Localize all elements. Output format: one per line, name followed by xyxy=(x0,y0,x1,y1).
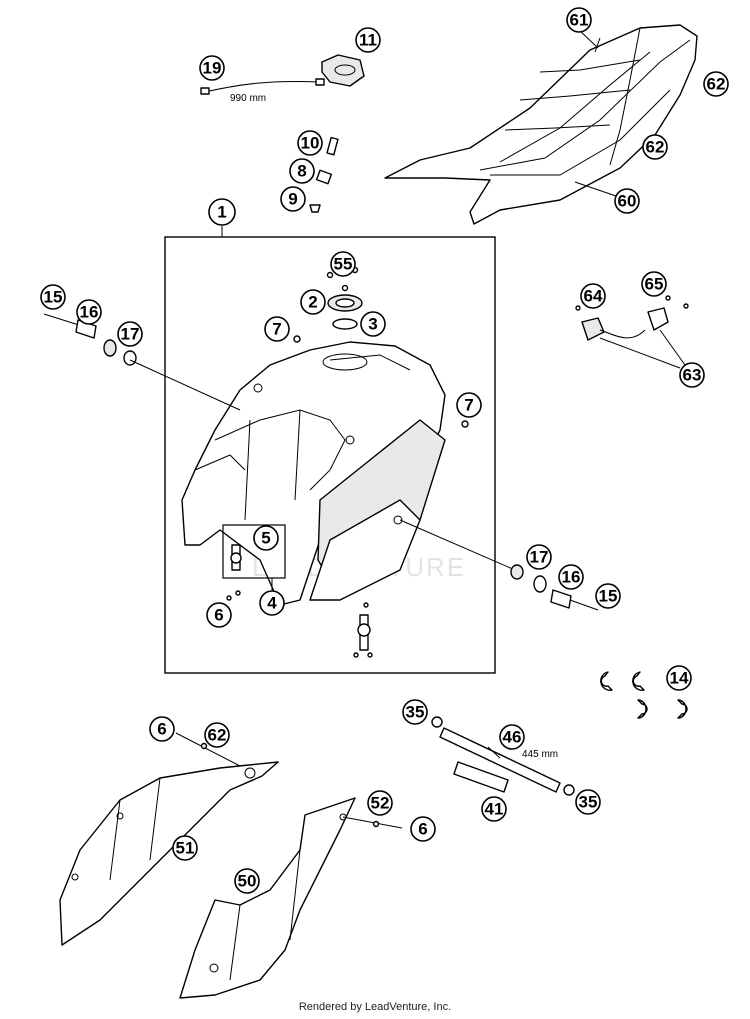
callout-2: 2 xyxy=(300,289,326,315)
svg-text:8: 8 xyxy=(297,162,306,181)
svg-text:7: 7 xyxy=(464,396,473,415)
callout-50: 50 xyxy=(234,868,260,894)
mount-hardware-right xyxy=(399,519,599,611)
callout-4: 4 xyxy=(259,590,285,616)
svg-text:15: 15 xyxy=(44,288,63,307)
svg-text:51: 51 xyxy=(176,839,195,858)
svg-text:14: 14 xyxy=(670,669,689,688)
callout-62b: 62 xyxy=(642,134,668,160)
svg-text:62: 62 xyxy=(646,138,665,157)
svg-text:10: 10 xyxy=(301,134,320,153)
callout-62: 62 xyxy=(703,71,729,97)
clip-parts xyxy=(600,671,688,719)
svg-text:35: 35 xyxy=(406,703,425,722)
svg-text:5: 5 xyxy=(261,529,270,548)
svg-text:65: 65 xyxy=(645,275,664,294)
callout-11: 11 xyxy=(355,27,381,53)
hose-length-label: 990 mm xyxy=(230,93,266,104)
callout-52: 52 xyxy=(367,790,393,816)
callout-9: 9 xyxy=(280,186,306,212)
callout-16: 16 xyxy=(76,299,102,325)
callout-15b: 15 xyxy=(595,583,621,609)
svg-text:2: 2 xyxy=(308,293,317,312)
fuel-tank-assembly-box xyxy=(164,236,496,674)
svg-text:55: 55 xyxy=(334,255,353,274)
svg-text:46: 46 xyxy=(503,728,522,747)
callout-10: 10 xyxy=(297,130,323,156)
svg-text:35: 35 xyxy=(579,793,598,812)
svg-text:6: 6 xyxy=(214,606,223,625)
side-cover-left-part xyxy=(59,732,279,946)
callout-1: 1 xyxy=(208,198,236,226)
callout-6: 6 xyxy=(206,602,232,628)
callout-7b: 7 xyxy=(456,392,482,418)
svg-text:50: 50 xyxy=(238,872,257,891)
vent-hose-part: 990 mm xyxy=(200,78,325,104)
callout-17: 17 xyxy=(117,321,143,347)
callout-15: 15 xyxy=(40,284,66,310)
callout-35: 35 xyxy=(402,699,428,725)
callout-64: 64 xyxy=(580,283,606,309)
svg-text:52: 52 xyxy=(371,794,390,813)
svg-text:15: 15 xyxy=(599,587,618,606)
callout-41: 41 xyxy=(481,796,507,822)
callout-5: 5 xyxy=(253,525,279,551)
svg-text:6: 6 xyxy=(157,720,166,739)
callout-6b: 6 xyxy=(149,716,175,742)
callout-65: 65 xyxy=(641,271,667,297)
svg-text:63: 63 xyxy=(683,366,702,385)
seat-part xyxy=(384,24,698,225)
svg-text:41: 41 xyxy=(485,800,504,819)
svg-text:6: 6 xyxy=(418,820,427,839)
callout-60: 60 xyxy=(614,188,640,214)
fuel-sensor-part xyxy=(575,295,689,369)
svg-text:61: 61 xyxy=(570,11,589,30)
svg-text:16: 16 xyxy=(80,303,99,322)
callout-leaders xyxy=(221,29,617,759)
callout-61: 61 xyxy=(566,7,592,33)
guide-rod-parts: 445 mm xyxy=(431,716,575,796)
callout-62c: 62 xyxy=(204,722,230,748)
callout-8: 8 xyxy=(289,158,315,184)
callout-7: 7 xyxy=(264,316,290,342)
svg-text:17: 17 xyxy=(530,548,549,567)
callout-51: 51 xyxy=(172,835,198,861)
callout-35b: 35 xyxy=(575,789,601,815)
svg-text:62: 62 xyxy=(707,75,726,94)
svg-text:3: 3 xyxy=(368,315,377,334)
svg-text:60: 60 xyxy=(618,192,637,211)
svg-text:19: 19 xyxy=(203,59,222,78)
svg-text:4: 4 xyxy=(267,594,277,613)
fuel-tap-part xyxy=(222,524,373,658)
callout-55: 55 xyxy=(330,251,356,277)
callout-46: 46 xyxy=(499,724,525,750)
footer-credit: Rendered by LeadVenture, Inc. xyxy=(299,1001,451,1013)
svg-text:64: 64 xyxy=(584,287,603,306)
mount-hardware-left xyxy=(43,313,241,411)
callout-63: 63 xyxy=(679,362,705,388)
svg-text:1: 1 xyxy=(217,203,226,222)
svg-text:7: 7 xyxy=(272,320,281,339)
side-cover-right-part xyxy=(179,797,403,999)
svg-text:16: 16 xyxy=(562,568,581,587)
svg-text:17: 17 xyxy=(121,325,140,344)
small-hardware-parts xyxy=(309,136,339,213)
svg-text:9: 9 xyxy=(288,190,297,209)
callout-6c: 6 xyxy=(410,816,436,842)
rod-length-label: 445 mm xyxy=(522,749,558,760)
callout-17b: 17 xyxy=(526,544,552,570)
tank-cap-part xyxy=(321,54,365,87)
svg-text:62: 62 xyxy=(208,726,227,745)
cap-gasket-parts xyxy=(327,294,363,330)
fuel-tank-part xyxy=(181,341,446,606)
callout-14: 14 xyxy=(666,665,692,691)
svg-text:11: 11 xyxy=(359,31,377,50)
callout-19: 19 xyxy=(199,55,225,81)
callout-16b: 16 xyxy=(558,564,584,590)
callout-3: 3 xyxy=(360,311,386,337)
